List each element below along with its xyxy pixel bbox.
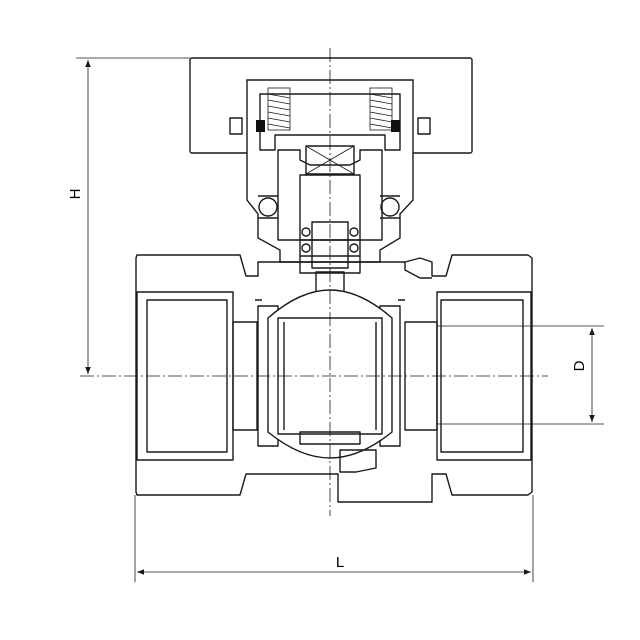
left-lock-block — [256, 120, 265, 132]
left-spring — [267, 87, 291, 131]
right-lock-block — [391, 120, 400, 132]
dimension-d-label: D — [571, 360, 588, 371]
dimension-h: H — [67, 57, 190, 374]
left-ball-detent — [258, 197, 278, 217]
dimension-d: D — [437, 325, 604, 425]
right-ball-detent — [380, 197, 400, 217]
dimension-h-label: H — [67, 189, 84, 200]
right-spring — [369, 87, 393, 131]
body-bottom-lug — [339, 449, 377, 473]
dimension-l: L — [134, 495, 534, 582]
dimension-l-label: L — [336, 554, 344, 571]
